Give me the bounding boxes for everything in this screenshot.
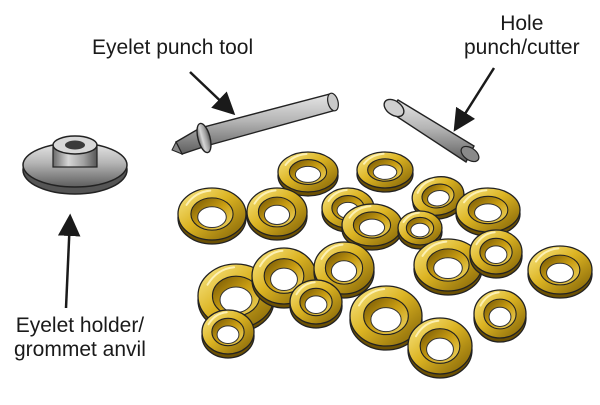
eyelet	[413, 238, 483, 296]
arrow-hole-punch	[453, 67, 496, 132]
label-line-1: Eyelet holder/	[15, 314, 145, 337]
label-text: Eyelet punch tool	[92, 36, 254, 59]
eyelet	[246, 187, 308, 241]
eyelet	[341, 203, 403, 251]
eyelet	[356, 151, 414, 193]
arrow-eyelet-punch	[189, 71, 236, 116]
label-line-2: grommet anvil	[14, 338, 146, 361]
eyelet	[407, 317, 473, 379]
eyelet	[527, 245, 593, 299]
eyelet	[349, 285, 423, 351]
eyelet	[469, 229, 523, 279]
brass-eyelets	[177, 151, 593, 379]
eyelet	[455, 187, 521, 237]
label-hole-punch-cutter: Hole punch/cutter	[464, 12, 580, 60]
label-eyelet-holder: Eyelet holder/ grommet anvil	[14, 314, 146, 362]
eyelet	[177, 187, 247, 245]
eyelet	[289, 279, 343, 329]
arrow-eyelet-holder	[57, 213, 81, 309]
eyelet	[397, 210, 443, 250]
label-line-1: Hole	[500, 12, 544, 35]
eyelet-holder-anvil	[22, 135, 128, 195]
label-eyelet-punch-tool: Eyelet punch tool	[92, 36, 253, 60]
eyelet	[277, 151, 339, 197]
hole-punch-cutter	[383, 98, 480, 164]
eyelet	[201, 309, 255, 359]
eyelet	[473, 289, 527, 343]
arrows	[57, 67, 496, 309]
eyelet-punch-tool	[171, 92, 339, 155]
label-line-2: punch/cutter	[464, 36, 580, 59]
